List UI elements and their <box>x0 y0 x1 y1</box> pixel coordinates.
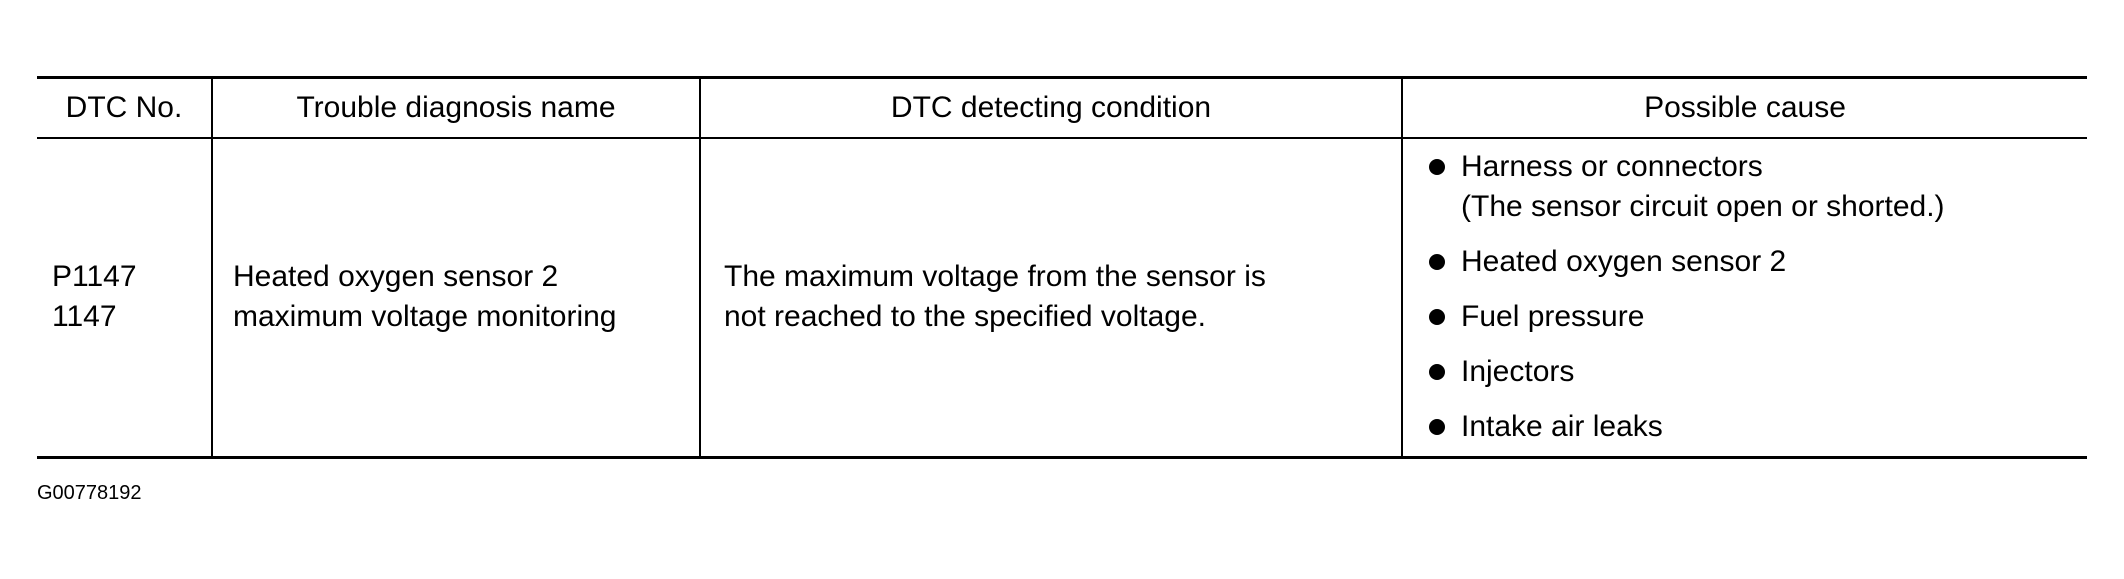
list-item: Harness or connectors (The sensor circui… <box>1429 147 2087 227</box>
bullet-icon <box>1429 364 1445 381</box>
list-item: Fuel pressure <box>1429 297 2087 337</box>
cause-text: Fuel pressure <box>1461 300 1645 334</box>
cause-text: Harness or connectors <box>1461 150 1763 184</box>
cause-text: Heated oxygen sensor 2 <box>1461 245 1787 279</box>
dtc-code: P1147 <box>52 260 137 294</box>
diagnosis-name-cell: Heated oxygen sensor 2 maximum voltage m… <box>211 137 701 459</box>
list-item: Heated oxygen sensor 2 <box>1429 242 2087 282</box>
bullet-icon <box>1429 419 1445 436</box>
detecting-condition-cell: The maximum voltage from the sensor is n… <box>699 137 1403 459</box>
cause-text: Injectors <box>1461 355 1575 389</box>
diagnosis-name-line-2: maximum voltage monitoring <box>233 300 617 334</box>
bullet-icon <box>1429 254 1445 271</box>
table-header-row: DTC No. Trouble diagnosis name DTC detec… <box>37 76 2087 139</box>
cause-text: Intake air leaks <box>1461 410 1663 444</box>
cause-note: (The sensor circuit open or shorted.) <box>1461 190 1945 224</box>
header-dtc-detecting-condition: DTC detecting condition <box>699 76 1403 139</box>
dtc-code-short: 1147 <box>52 300 117 334</box>
dtc-no-cell: P1147 1147 <box>37 137 213 459</box>
possible-cause-list: Harness or connectors (The sensor circui… <box>1429 147 2087 447</box>
table-row: P1147 1147 Heated oxygen sensor 2 maximu… <box>37 137 2087 459</box>
list-item: Injectors <box>1429 352 2087 392</box>
figure-id: G00778192 <box>37 482 142 504</box>
detecting-condition-line-2: not reached to the specified voltage. <box>724 300 1206 334</box>
diagnosis-name-line-1: Heated oxygen sensor 2 <box>233 260 559 294</box>
header-dtc-no: DTC No. <box>37 76 213 139</box>
dtc-table: DTC No. Trouble diagnosis name DTC detec… <box>37 76 2087 459</box>
list-item: Intake air leaks <box>1429 407 2087 447</box>
bullet-icon <box>1429 309 1445 326</box>
header-possible-cause: Possible cause <box>1401 76 2087 139</box>
header-trouble-diagnosis-name: Trouble diagnosis name <box>211 76 701 139</box>
possible-cause-cell: Harness or connectors (The sensor circui… <box>1401 137 2087 459</box>
detecting-condition-line-1: The maximum voltage from the sensor is <box>724 260 1266 294</box>
bullet-icon <box>1429 159 1445 176</box>
